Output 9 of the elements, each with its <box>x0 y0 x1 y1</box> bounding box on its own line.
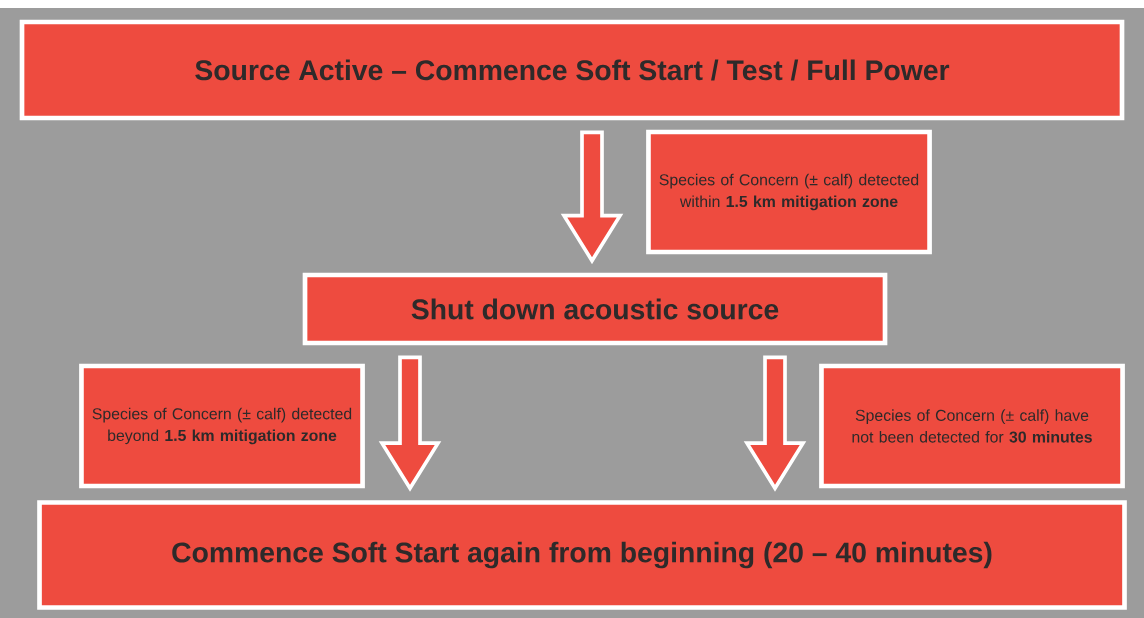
condition-box: Species of Concern (± calf) detected within 1.5 km mitigation zone <box>646 129 932 255</box>
process-box: Commence Soft Start again from beginning (20 – 40 minutes) <box>37 500 1127 610</box>
process-box: Source Active – Commence Soft Start / Test / Full Power <box>19 19 1125 121</box>
process-box: Shut down acoustic source <box>302 272 888 346</box>
block-arrow <box>560 130 624 265</box>
block-arrow <box>378 355 442 492</box>
condition-box: Species of Concern (± calf) have not been detected for 30 minutes <box>819 363 1125 489</box>
condition-box: Species of Concern (± calf) detected beyond 1.5 km mitigation zone <box>79 363 365 489</box>
block-arrow <box>743 355 807 492</box>
